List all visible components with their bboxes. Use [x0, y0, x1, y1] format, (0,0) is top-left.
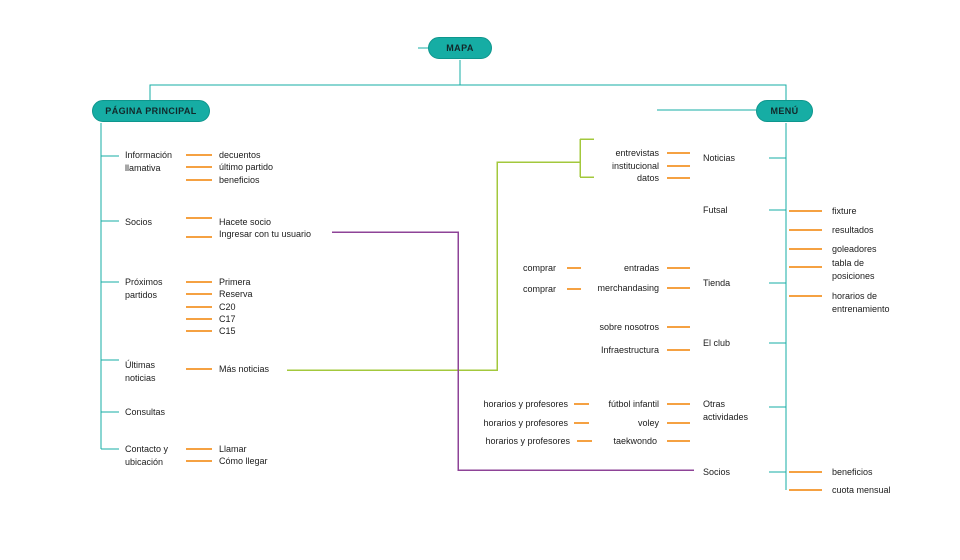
action-comprar-merchandasing: comprar [523, 284, 557, 294]
link-hacete-socio: Hacete socio [219, 217, 272, 227]
link-como-llegar: Cómo llegar [219, 456, 268, 466]
menu-item-socios: Socios [703, 467, 731, 477]
subpage-sobre-nosotros: sobre nosotros [599, 322, 659, 332]
detail-horarios-profesores-3: horarios y profesores [485, 436, 570, 446]
subpage-beneficios: beneficios [832, 467, 873, 477]
subpage-tabla-posiciones: tabla de posiciones [832, 258, 875, 281]
subpage-merchandasing: merchandasing [597, 283, 659, 293]
section-socios: Socios [125, 217, 153, 227]
link-mas-noticias: Más noticias [219, 364, 270, 374]
subpage-infraestructura: Infraestructura [600, 345, 659, 355]
detail-horarios-profesores-2: horarios y profesores [483, 418, 568, 428]
link-c15: C15 [219, 326, 236, 336]
menu-item-noticias: Noticias [703, 153, 736, 163]
action-comprar-entradas: comprar [523, 263, 557, 273]
link-c17: C17 [219, 314, 236, 324]
link-ingresar-usuario: Ingresar con tu usuario [219, 229, 312, 239]
subpage-resultados: resultados [832, 225, 874, 235]
purple-cross-link [332, 231, 694, 471]
menu-item-tienda: Tienda [703, 278, 731, 288]
orange-connectors [186, 152, 822, 491]
green-cross-link [287, 138, 594, 371]
subpage-entrevistas: entrevistas [615, 148, 659, 158]
subpage-entradas: entradas [623, 263, 659, 273]
subpage-cuota-mensual: cuota mensual [832, 485, 891, 495]
menu-item-futsal: Futsal [703, 205, 728, 215]
menu-item-otras-actividades: Otras actividades [703, 399, 749, 422]
link-llamar: Llamar [219, 444, 247, 454]
subpage-taekwondo: taekwondo [613, 436, 657, 446]
subpage-fixture: fixture [832, 206, 857, 216]
subpage-datos: datos [636, 173, 659, 183]
subpage-institucional: institucional [611, 161, 659, 171]
detail-horarios-profesores-1: horarios y profesores [483, 399, 568, 409]
link-primera: Primera [219, 277, 251, 287]
link-decuentos: decuentos [219, 150, 261, 160]
link-c20: C20 [219, 302, 236, 312]
subpage-futbol-infantil: fútbol infantil [608, 399, 659, 409]
node-pagina-principal: PÁGINA PRINCIPAL [92, 100, 210, 122]
section-proximos-partidos: Próximos partidos [125, 277, 163, 300]
node-mapa: MAPA [428, 37, 492, 59]
teal-connectors [100, 47, 787, 490]
subpage-voley: voley [637, 418, 659, 428]
link-ultimo-partido: último partido [219, 162, 274, 172]
link-beneficios: beneficios [219, 175, 260, 185]
subpage-goleadores: goleadores [832, 244, 877, 254]
section-informacion-llamativa: Información llamativa [125, 150, 173, 173]
subpage-horarios-entrenamiento: horarios de entrenamiento [832, 291, 890, 314]
menu-item-el-club: El club [703, 338, 731, 348]
section-contacto-ubicacion: Contacto y ubicación [125, 444, 169, 467]
section-consultas: Consultas [125, 407, 166, 417]
section-ultimas-noticias: Últimas noticias [125, 360, 156, 383]
link-reserva: Reserva [219, 289, 253, 299]
node-menu: MENÚ [756, 100, 813, 122]
